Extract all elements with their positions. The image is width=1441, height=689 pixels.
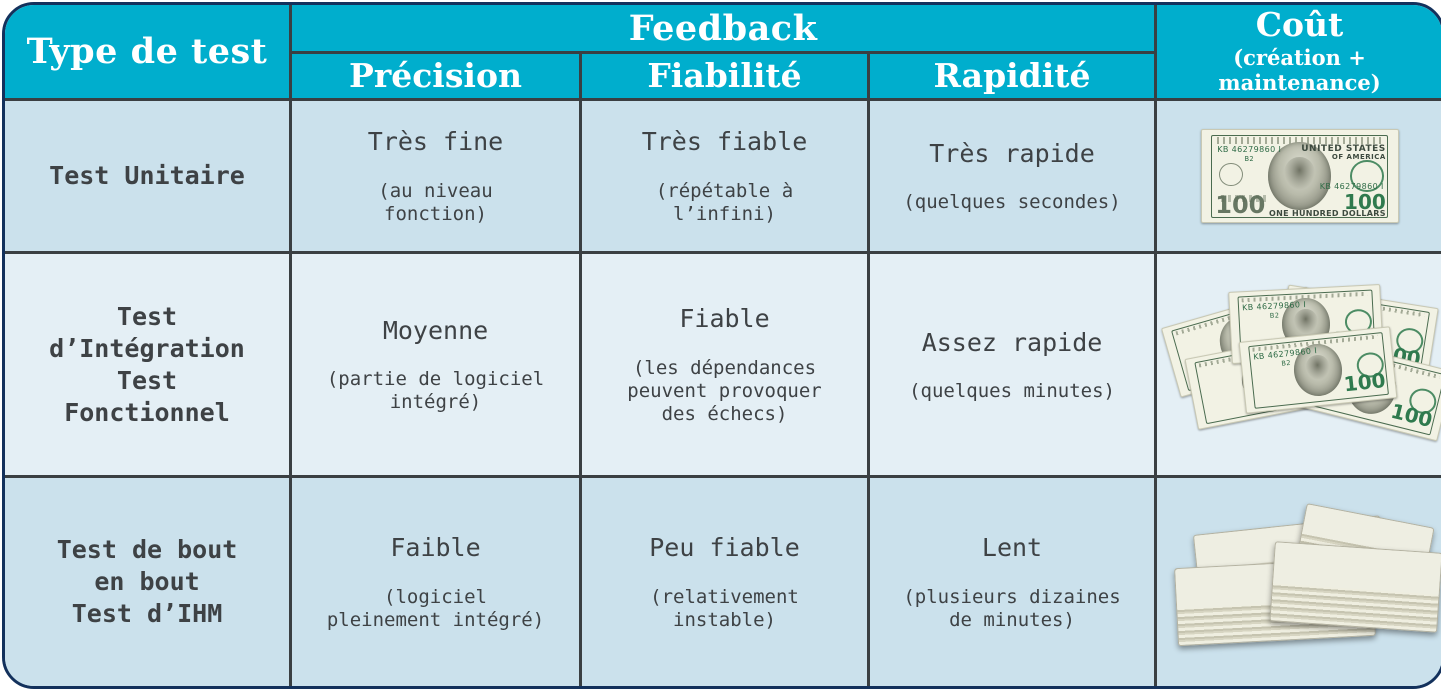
row1-precision-main: Très fine bbox=[300, 126, 571, 157]
header-cout: Coût (création + maintenance) bbox=[1157, 5, 1441, 101]
cell-precision-row1: Très fine (au niveau fonction) bbox=[292, 101, 582, 255]
row1-precision-note: (au niveau fonction) bbox=[300, 180, 571, 226]
row3-fiabilite-note: (relativement instable) bbox=[590, 586, 859, 632]
cell-cout-row2: 100 100 bbox=[1157, 254, 1441, 478]
cell-fiabilite-row1: Très fiable (répétable à l’infini) bbox=[582, 101, 870, 255]
header-precision: Précision bbox=[292, 54, 582, 100]
row2-fiabilite-main: Fiable bbox=[590, 303, 859, 334]
header-fiabilite: Fiabilité bbox=[582, 54, 870, 100]
banknote-denomination-bottom-right: 100 bbox=[1273, 593, 1438, 594]
banknote-seal-right bbox=[1273, 578, 1300, 594]
row1-fiabilite-main: Très fiable bbox=[590, 126, 859, 157]
banknote-fan: 100 100 bbox=[1162, 286, 1438, 444]
cell-precision-row3: Faible (logiciel pleinement intégré) bbox=[292, 478, 582, 686]
row3-fiabilite-main: Peu fiable bbox=[590, 532, 859, 563]
stacked-banknote-bundles-icon: 100 100 bbox=[1157, 478, 1441, 686]
header-cout-note-label: (création + maintenance) bbox=[1163, 46, 1436, 96]
header-fiabilite-label: Fiabilité bbox=[588, 58, 861, 94]
header-cout-main-label: Coût bbox=[1163, 7, 1436, 43]
cell-fiabilite-row3: Peu fiable (relativement instable) bbox=[582, 478, 870, 686]
row1-fiabilite-note: (répétable à l’infini) bbox=[590, 180, 859, 226]
cell-fiabilite-row2: Fiable (les dépendances peuvent provoque… bbox=[582, 254, 870, 478]
cell-rapidite-row2: Assez rapide (quelques minutes) bbox=[870, 254, 1157, 478]
banknote-serial-top-left: KB 46279860 I B2 bbox=[1217, 146, 1281, 163]
row2-precision-main: Moyenne bbox=[300, 315, 571, 346]
banknote-portrait bbox=[1175, 570, 1241, 605]
row1-rapidite-main: Très rapide bbox=[878, 138, 1146, 169]
banknote-seal-left bbox=[1219, 163, 1243, 186]
table-body: Test Unitaire Très fine (au niveau fonct… bbox=[5, 101, 1441, 687]
row2-rapidite-note: (quelques minutes) bbox=[878, 380, 1146, 403]
row2-precision-note: (partie de logiciel intégré) bbox=[300, 368, 571, 414]
row3-rapidite-main: Lent bbox=[878, 532, 1146, 563]
row2-fiabilite-note: (les dépendances peuvent provoquer des é… bbox=[590, 357, 859, 427]
cell-rapidite-row1: Très rapide (quelques secondes) bbox=[870, 101, 1157, 255]
banknote-serial-top-left: KB 46279860 I B2 bbox=[1241, 301, 1306, 321]
banknote-denomination-bottom-right: 100 bbox=[1342, 370, 1386, 394]
table-row: Test d’Intégration Test Fonctionnel Moye… bbox=[5, 254, 1441, 478]
row3-rapidite-note: (plusieurs dizaines de minutes) bbox=[878, 586, 1146, 632]
banknote-country-text: UNITED STATES OF AMERICA bbox=[1301, 145, 1386, 161]
row3-precision-note: (logiciel pleinement intégré) bbox=[300, 586, 571, 632]
header-type-de-test-label: Type de test bbox=[11, 32, 283, 71]
header-feedback-label: Feedback bbox=[298, 9, 1148, 48]
header-precision-label: Précision bbox=[298, 58, 573, 94]
cell-cout-row3: 100 100 bbox=[1157, 478, 1441, 686]
row2-rapidite-main: Assez rapide bbox=[878, 327, 1146, 358]
cell-type-row2: Test d’Intégration Test Fonctionnel bbox=[5, 254, 292, 478]
cell-cout-row1: KB 46279860 I B2 UNITED STATES OF AMERIC… bbox=[1157, 101, 1441, 255]
header-feedback: Feedback bbox=[292, 5, 1157, 54]
banknote-bundle-top-note: 100 bbox=[1273, 542, 1441, 594]
row2-type-label: Test d’Intégration Test Fonctionnel bbox=[49, 302, 245, 427]
row1-type-label: Test Unitaire bbox=[49, 161, 245, 190]
banknote-stacks: 100 100 bbox=[1160, 507, 1440, 657]
cell-precision-row2: Moyenne (partie de logiciel intégré) bbox=[292, 254, 582, 478]
row3-precision-main: Faible bbox=[300, 532, 571, 563]
banknote-seal-right bbox=[1177, 603, 1209, 609]
banknote-denomination-words: ONE HUNDRED DOLLARS bbox=[1269, 210, 1386, 218]
header-rapidite: Rapidité bbox=[870, 54, 1157, 100]
banknote-country-line2: OF AMERICA bbox=[1301, 154, 1386, 161]
row1-rapidite-note: (quelques secondes) bbox=[878, 191, 1146, 214]
table-header: Type de test Feedback Coût (création + m… bbox=[5, 5, 1441, 101]
cell-rapidite-row3: Lent (plusieurs dizaines de minutes) bbox=[870, 478, 1157, 686]
banknote-serial-sub-text: B2 bbox=[1217, 156, 1281, 163]
header-row-top: Type de test Feedback Coût (création + m… bbox=[5, 5, 1441, 54]
table-row: Test de bout en bout Test d’IHM Faible (… bbox=[5, 478, 1441, 686]
cell-type-row1: Test Unitaire bbox=[5, 101, 292, 255]
banknote-portrait bbox=[1273, 546, 1330, 582]
row3-type-label: Test de bout en bout Test d’IHM bbox=[57, 535, 238, 628]
single-banknote-icon: KB 46279860 I B2 UNITED STATES OF AMERIC… bbox=[1157, 101, 1441, 252]
cell-type-row3: Test de bout en bout Test d’IHM bbox=[5, 478, 292, 686]
header-type-de-test: Type de test bbox=[5, 5, 292, 101]
banknote-portrait bbox=[1194, 533, 1258, 567]
banknote: KB 46279860 I B2 UNITED STATES OF AMERIC… bbox=[1201, 129, 1399, 223]
scattered-banknotes-icon: 100 100 bbox=[1157, 254, 1441, 475]
banknote-serial-text: KB 46279860 I bbox=[1217, 145, 1281, 154]
banknote: KB 46279860 I B2 100 bbox=[1238, 326, 1397, 413]
banknote-bundle: 100 bbox=[1269, 541, 1441, 633]
table-row: Test Unitaire Très fine (au niveau fonct… bbox=[5, 101, 1441, 255]
banknote-signature bbox=[1221, 195, 1268, 202]
header-rapidite-label: Rapidité bbox=[876, 58, 1148, 94]
